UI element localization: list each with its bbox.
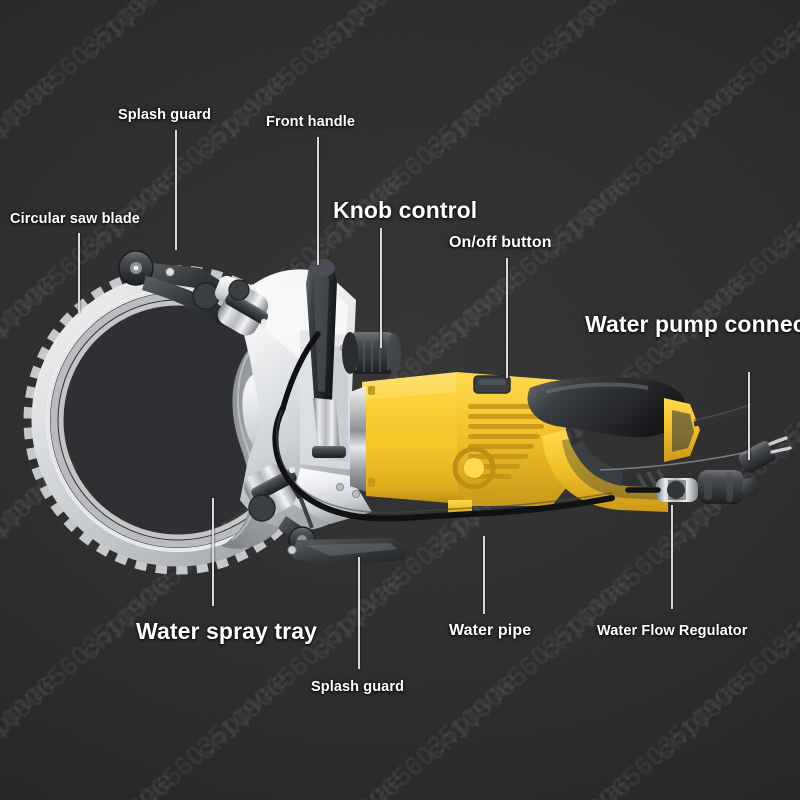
callout-label-water-pipe: Water pipe [449, 622, 532, 639]
leader-line-water-flow-regulator [671, 505, 673, 609]
leader-line-splash-guard-top [175, 130, 177, 250]
callout-label-splash-guard-top: Splash guard [118, 107, 212, 123]
callout-label-on-off-button: On/off button [449, 234, 552, 251]
water-flow-regulator[interactable] [625, 470, 758, 504]
upper-roller-assembly [118, 250, 269, 336]
callout-label-circular-saw-blade: Circular saw blade [10, 211, 140, 227]
upper-clamp [215, 275, 269, 336]
rear-handle[interactable] [527, 376, 700, 512]
splash-guard-lower [287, 538, 408, 566]
leader-line-front-handle [317, 137, 319, 265]
splash-guard-upper [142, 276, 230, 326]
callout-label-front-handle: Front handle [266, 114, 355, 130]
front-handle [306, 259, 346, 458]
leader-line-circular-saw-blade [78, 233, 80, 313]
power-plug [738, 436, 792, 473]
knob-control[interactable] [342, 332, 401, 374]
lower-roller-assembly [244, 464, 408, 566]
leader-line-water-pump-connector [748, 372, 750, 460]
callout-label-splash-guard-bottom: Splash guard [311, 679, 405, 695]
callout-label-water-flow-regulator: Water Flow Regulator [597, 623, 748, 639]
leader-line-water-pipe [483, 536, 485, 614]
callout-label-knob-control: Knob control [333, 197, 478, 223]
callout-label-water-pump-connector: Water pump connector [585, 311, 800, 337]
brand-emblem [452, 446, 496, 490]
trigger-switch[interactable] [572, 440, 622, 486]
leader-line-splash-guard-bottom [358, 557, 360, 669]
callout-label-water-spray-tray: Water spray tray [136, 618, 317, 644]
power-cord [599, 403, 792, 473]
on-off-button[interactable] [473, 375, 511, 394]
leader-line-knob-control [380, 228, 382, 348]
water-pipe [272, 331, 615, 522]
leader-line-water-spray-tray [212, 498, 214, 606]
leader-line-on-off-button [506, 258, 508, 378]
